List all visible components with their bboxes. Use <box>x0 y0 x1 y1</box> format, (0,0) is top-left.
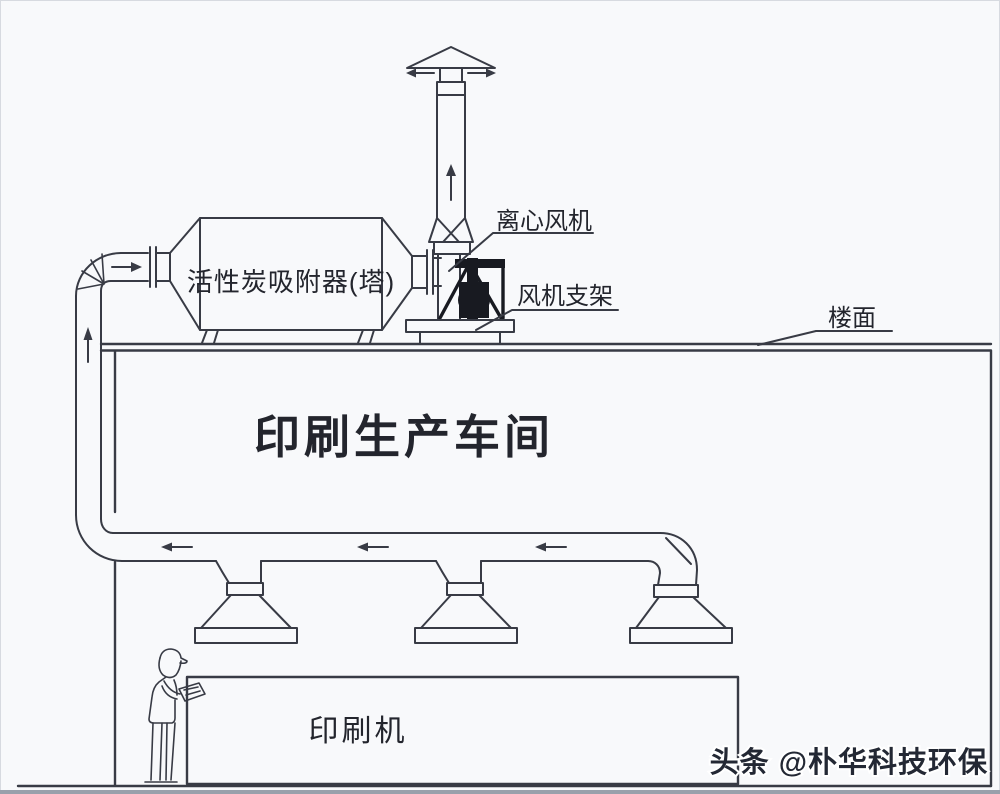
callout-fan-support: 风机支架 <box>475 283 619 331</box>
riser-duct <box>75 252 123 562</box>
watermark: 头条 @朴华科技环保 <box>710 746 988 779</box>
hood-neck <box>435 560 482 584</box>
stack-pipe <box>436 81 466 219</box>
outlet-flange <box>426 249 434 295</box>
stack-up-arrow <box>446 164 456 201</box>
tower-left-cone <box>169 217 201 331</box>
printing-machine-box <box>185 675 740 786</box>
base-plate <box>405 319 515 333</box>
centrifugal-fan <box>433 241 505 321</box>
printing-machine: 印刷机 <box>185 675 740 786</box>
exhaust-stack <box>406 46 496 243</box>
hood-funnel <box>200 594 292 629</box>
hood-funnel <box>420 594 512 629</box>
cap-posts <box>439 67 463 83</box>
operator-cap <box>159 648 188 665</box>
outlet-stub <box>411 255 427 289</box>
label-fan-support: 风机支架 <box>517 283 613 310</box>
operator-torso <box>148 676 178 724</box>
duct-flow-arrow-2 <box>357 542 389 552</box>
building-structure <box>16 342 993 788</box>
fan-volute <box>458 285 490 315</box>
hood-funnel <box>635 596 727 629</box>
operator-figure <box>144 648 206 783</box>
carbon-adsorber-tower: 活性炭吸附器(塔) <box>169 217 442 344</box>
base-pedestal <box>419 331 501 345</box>
cap-left-arrow <box>406 68 435 78</box>
suction-hood-3 <box>629 584 733 644</box>
rain-cap <box>406 46 496 69</box>
cap-right-arrow <box>467 68 496 78</box>
hood-collar <box>446 582 484 596</box>
label-roof: 楼面 <box>828 305 876 332</box>
main-collection-duct <box>112 532 698 586</box>
bottom-elbow <box>75 514 123 562</box>
stack-transition-cone <box>428 217 474 243</box>
callout-centrifugal-fan: 离心风机 <box>448 208 594 272</box>
operator-head <box>158 657 182 679</box>
hood-rim <box>194 627 298 644</box>
elbow-segments <box>77 253 105 290</box>
roof-line <box>99 342 993 352</box>
fan-frame-top <box>455 259 505 268</box>
hood-collar <box>226 582 264 596</box>
tower-legs <box>201 329 375 344</box>
leader-centrifugal-fan <box>448 232 594 272</box>
operator-held-object <box>178 682 206 702</box>
label-workshop: 印刷生产车间 <box>254 411 554 463</box>
label-centrifugal-fan: 离心风机 <box>496 208 592 235</box>
tower-body <box>199 217 383 331</box>
inlet-duct <box>110 246 171 288</box>
operator-arms <box>161 680 181 700</box>
operator-legs <box>150 722 176 781</box>
label-carbon-adsorber: 活性炭吸附器(塔) <box>187 267 395 297</box>
leader-roof <box>757 330 893 346</box>
duct-flow-arrow-3 <box>535 542 567 552</box>
riser-pipe <box>75 290 102 520</box>
duct-right-elbow <box>647 532 698 586</box>
inlet-flow-arrow <box>111 262 142 272</box>
fan-outlet <box>433 241 471 255</box>
suction-hood-2 <box>414 560 518 644</box>
tower-right-cone <box>381 217 413 331</box>
hood-collar <box>653 584 699 598</box>
fan-braces <box>438 264 505 320</box>
label-printing-machine: 印刷机 <box>309 715 408 748</box>
hood-rim <box>414 627 518 644</box>
bottom-frame-band <box>0 790 1000 794</box>
hood-rim <box>629 627 733 644</box>
riser-up-arrow <box>83 327 93 363</box>
duct-flow-arrow-1 <box>161 542 193 552</box>
suction-hood-1 <box>194 560 298 644</box>
inlet-pipe <box>110 252 149 282</box>
inlet-stub <box>155 252 171 282</box>
hood-neck <box>215 560 262 584</box>
leader-fan-support <box>475 309 619 331</box>
fan-support-base <box>405 319 515 345</box>
callout-roof: 楼面 <box>757 305 893 346</box>
